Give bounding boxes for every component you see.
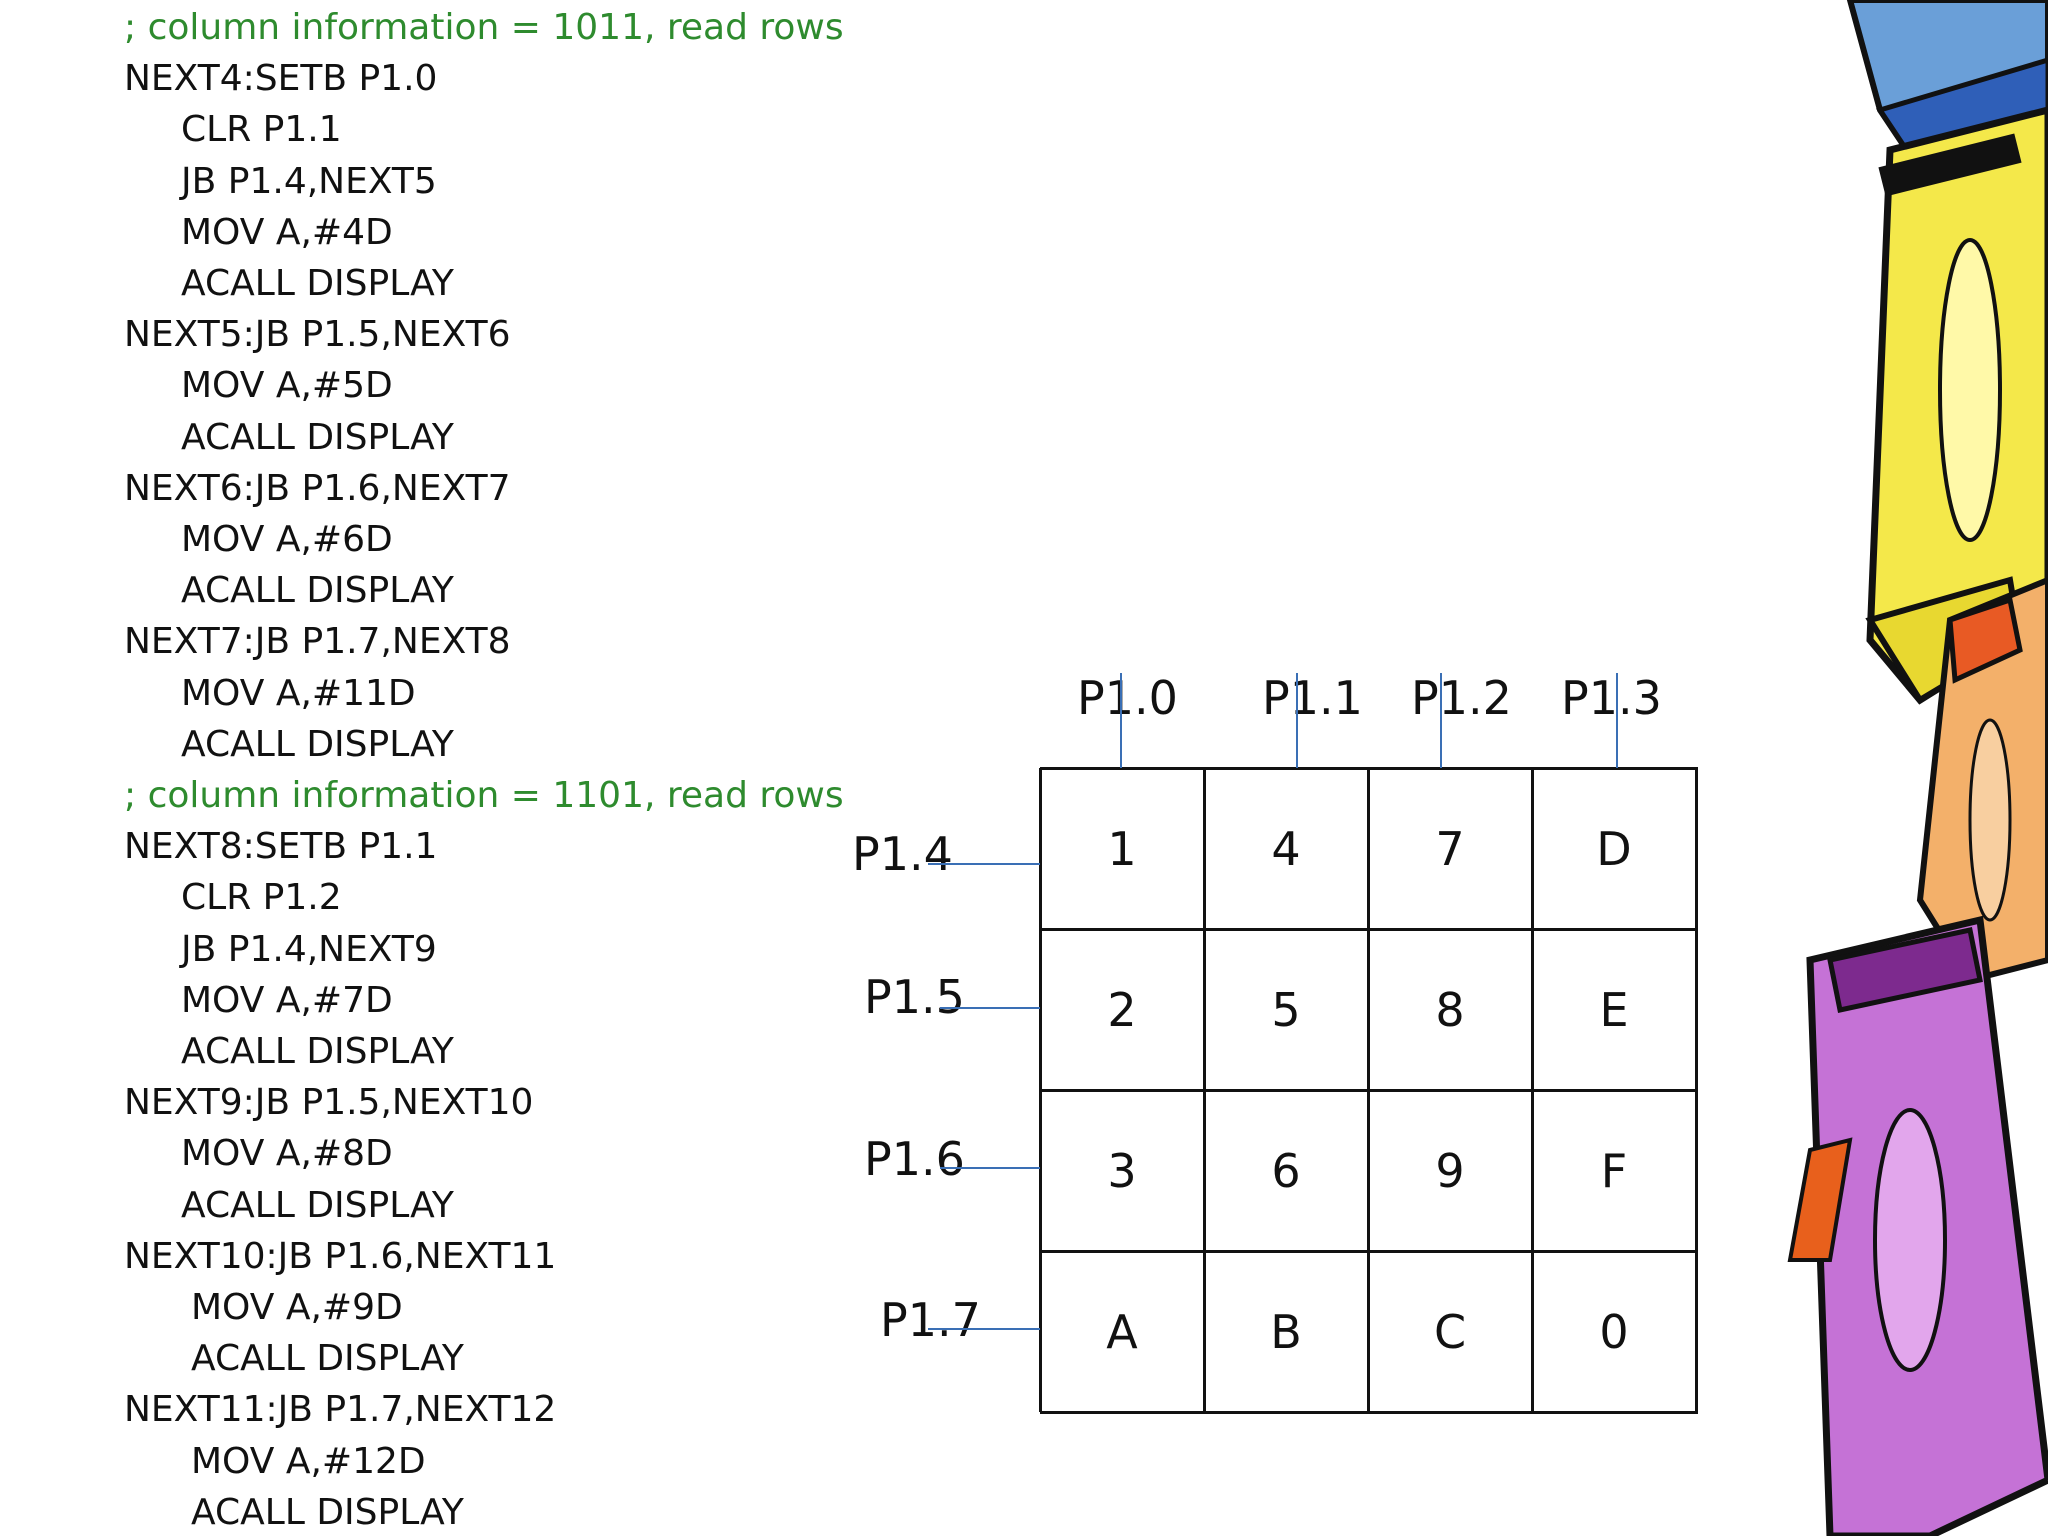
keypad-key[interactable]: D xyxy=(1596,821,1632,876)
row-pin-label: P1.6 xyxy=(864,1132,965,1186)
keypad-key[interactable]: 9 xyxy=(1435,1143,1465,1198)
code-instruction-line: ACALL DISPLAY xyxy=(181,570,454,612)
keypad-key[interactable]: 6 xyxy=(1271,1143,1301,1198)
column-pin-label: P1.3 xyxy=(1561,671,1662,725)
yellow-crayon-icon xyxy=(1865,106,2048,705)
keypad-key[interactable]: 0 xyxy=(1599,1304,1629,1359)
code-instruction-line: JB P1.4,NEXT5 xyxy=(181,160,437,202)
keypad-key[interactable]: 3 xyxy=(1107,1143,1137,1198)
row-wire xyxy=(940,1167,1040,1169)
code-label-line: NEXT9:JB P1.5,NEXT10 xyxy=(124,1082,534,1124)
code-instruction-line: ACALL DISPLAY xyxy=(181,1031,454,1072)
orange-crayon-icon xyxy=(1916,576,2048,984)
code-instruction-line: ACALL DISPLAY xyxy=(181,1184,454,1226)
code-label-line: NEXT8:SETB P1.1 xyxy=(124,826,438,868)
code-instruction-line: MOV A,#8D xyxy=(181,1133,393,1175)
keypad-key[interactable]: 4 xyxy=(1271,821,1301,876)
keypad-key[interactable]: 5 xyxy=(1271,982,1301,1037)
code-instruction-line: MOV A,#4D xyxy=(181,211,393,253)
crayons-illustration xyxy=(1787,0,2048,1536)
column-wire xyxy=(1616,673,1618,768)
code-label-line: NEXT11:JB P1.7,NEXT12 xyxy=(124,1389,557,1431)
keypad-key[interactable]: B xyxy=(1270,1304,1302,1359)
keypad-key[interactable]: 2 xyxy=(1107,982,1137,1037)
code-instruction-line: MOV A,#6D xyxy=(181,519,393,560)
column-wire xyxy=(1120,673,1122,768)
row-wire xyxy=(940,1007,1040,1009)
keypad-key[interactable]: 8 xyxy=(1435,982,1465,1037)
code-instruction-line: MOV A,#11D xyxy=(181,672,416,714)
code-instruction-line: ACALL DISPLAY xyxy=(191,1491,464,1533)
keypad-key[interactable]: C xyxy=(1433,1304,1467,1359)
code-instruction-line: CLR P1.2 xyxy=(181,877,342,919)
code-label-line: NEXT4:SETB P1.0 xyxy=(124,58,438,100)
purple-crayon-icon xyxy=(1787,915,2048,1536)
code-comment: ; column information = 1101, read rows xyxy=(124,775,844,816)
code-instruction-line: MOV A,#12D xyxy=(191,1440,426,1482)
keypad-key[interactable]: 7 xyxy=(1435,821,1465,876)
row-pin-label: P1.7 xyxy=(880,1293,981,1347)
code-instruction-line: ACALL DISPLAY xyxy=(181,263,454,304)
code-instruction-line: ACALL DISPLAY xyxy=(181,416,454,458)
keypad-key[interactable]: A xyxy=(1106,1304,1138,1359)
code-label-line: NEXT5:JB P1.5,NEXT6 xyxy=(124,314,511,356)
code-instruction-line: MOV A,#5D xyxy=(181,365,393,407)
column-pin-label: P1.0 xyxy=(1077,671,1178,725)
code-label-line: NEXT10:JB P1.6,NEXT11 xyxy=(124,1235,557,1277)
row-wire xyxy=(928,863,1040,865)
column-wire xyxy=(1296,673,1298,768)
code-label-line: NEXT6:JB P1.6,NEXT7 xyxy=(124,467,511,509)
code-instruction-line: CLR P1.1 xyxy=(181,109,342,151)
row-pin-label: P1.4 xyxy=(852,827,953,881)
keypad-key[interactable]: F xyxy=(1600,1143,1628,1198)
keypad-key[interactable]: 1 xyxy=(1107,821,1137,876)
code-instruction-line: MOV A,#9D xyxy=(191,1287,403,1328)
column-pin-label: P1.1 xyxy=(1262,671,1363,725)
row-pin-label: P1.5 xyxy=(864,970,965,1024)
row-wire xyxy=(928,1328,1040,1330)
keypad-key[interactable]: E xyxy=(1599,982,1629,1037)
code-label-line: NEXT7:JB P1.7,NEXT8 xyxy=(124,621,511,663)
code-instruction-line: MOV A,#7D xyxy=(181,979,393,1021)
code-instruction-line: ACALL DISPLAY xyxy=(181,723,454,765)
code-comment: ; column information = 1011, read rows xyxy=(124,7,844,48)
code-instruction-line: JB P1.4,NEXT9 xyxy=(181,928,437,970)
column-pin-label: P1.2 xyxy=(1411,671,1512,725)
column-wire xyxy=(1440,673,1442,768)
code-instruction-line: ACALL DISPLAY xyxy=(191,1338,464,1380)
